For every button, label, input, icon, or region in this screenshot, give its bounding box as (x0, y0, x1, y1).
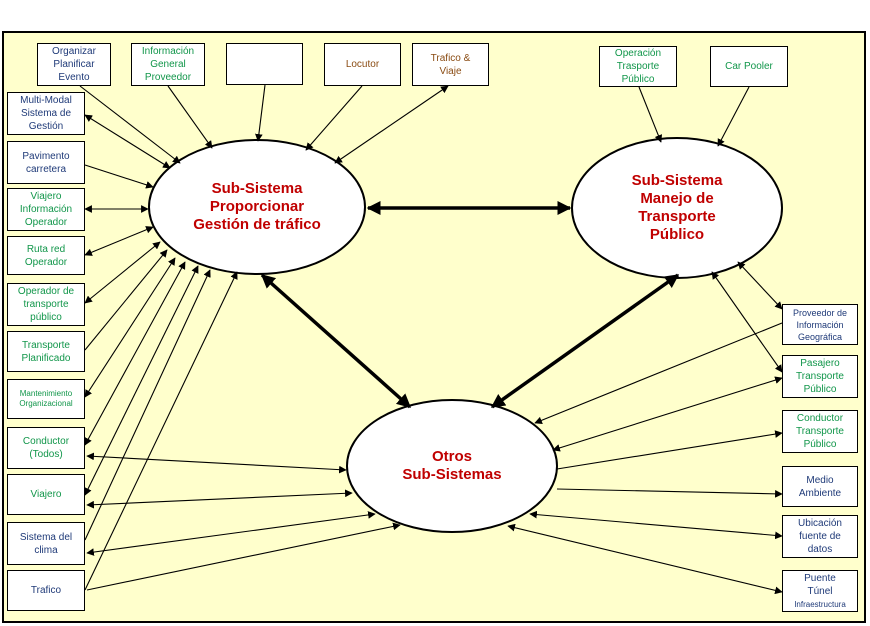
weather-others-connector (86, 511, 376, 556)
transit-driver-others-connector (556, 430, 783, 470)
data-source-others-connector (529, 510, 783, 540)
empty-box (226, 43, 303, 85)
passenger-box: Pasajero Transporte Público (782, 355, 858, 398)
traveler-info-box: Viajero Información Operador (7, 188, 85, 231)
bridge-box-sublabel: Infraestructura (794, 599, 846, 609)
traveler-box: Viajero (7, 474, 85, 515)
event-box: Organizar Planificar Evento (37, 43, 111, 86)
empty-box-connector (255, 84, 266, 142)
announcer-connector (305, 85, 363, 151)
multimodal-box: Multi-Modal Sistema de Gestión (7, 92, 85, 135)
maintenance-connector (84, 257, 176, 398)
pavement-box: Pavimento carretera (7, 141, 85, 184)
traffic-subsystem-ellipse (148, 139, 366, 275)
multimodal-connector (84, 114, 171, 169)
geo-others-connector (534, 322, 783, 424)
data-source-box: Ubicación fuente de datos (782, 515, 858, 558)
geo-transit-connector (737, 261, 783, 310)
traffic-travel-connector (334, 85, 449, 164)
car-pooler-box: Car Pooler (710, 46, 788, 87)
bridge-box-label: Puente Túnel (804, 572, 836, 597)
car-pooler-connector (717, 86, 750, 147)
environment-others-connector (556, 488, 783, 498)
event-connector (79, 85, 181, 164)
info-provider-box: Información General Proveedor (131, 43, 205, 86)
road-network-box: Ruta red Operador (7, 236, 85, 275)
transit-ops-box: Operación Trasporte Público (599, 46, 677, 87)
transit-driver-box: Conductor Transporte Público (782, 410, 858, 453)
pavement-connector (84, 164, 154, 189)
environment-box: Medio Ambiente (782, 466, 858, 507)
info-provider-connector (167, 85, 213, 149)
weather-connector (84, 269, 211, 541)
transit-others-arrow (490, 273, 680, 409)
transit-operator-box: Operador de transporte público (7, 283, 85, 326)
bridge-box: Puente Túnel Infraestructura (782, 570, 858, 612)
road-network-connector (84, 226, 154, 256)
weather-box: Sistema del clima (7, 522, 85, 565)
geo-provider-box: Proveedor de Información Geográfica (782, 304, 858, 345)
traveler-others-connector (86, 489, 353, 509)
passenger-transit-connector (711, 271, 783, 373)
planned-transport-connector (84, 249, 168, 351)
driver-others-connector (86, 452, 347, 474)
transit-subsystem-ellipse (571, 137, 783, 279)
driver-box: Conductor (Todos) (7, 427, 85, 469)
traffic-others-arrow (260, 273, 412, 409)
passenger-others-connector (552, 376, 783, 452)
traffic-travel-box: Trafico & Viaje (412, 43, 489, 86)
traffic-box-connector (84, 271, 238, 591)
planned-transport-box: Transporte Planificado (7, 331, 85, 372)
maintenance-box: Mantenimiento Organizacional (7, 379, 85, 419)
traffic-box: Trafico (7, 570, 85, 611)
announcer-box: Locutor (324, 43, 401, 86)
other-subsystems-ellipse (346, 399, 558, 533)
bridge-others-connector (507, 523, 783, 595)
traffic-box-others-connector (86, 522, 401, 591)
transit-ops-connector (638, 86, 663, 143)
